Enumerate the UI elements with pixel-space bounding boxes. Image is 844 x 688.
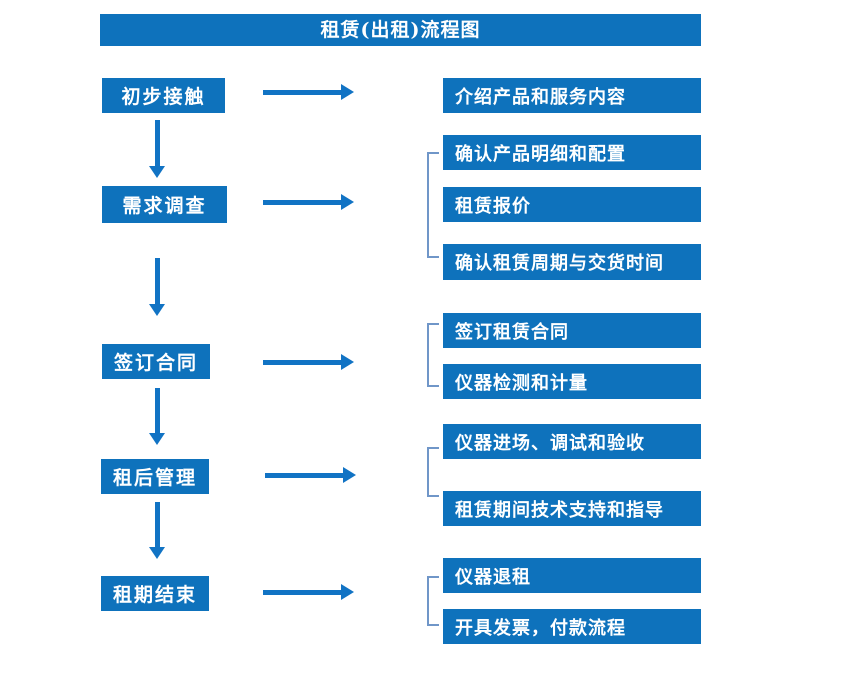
arrow-down-icon xyxy=(149,258,165,316)
detail-box-confirm-product-config: 确认产品明细和配置 xyxy=(443,135,701,170)
stage-box-demand-survey: 需求调查 xyxy=(102,186,227,223)
flowchart-title: 租赁(出租)流程图 xyxy=(100,14,701,46)
group-bracket xyxy=(427,152,439,258)
arrow-down-icon xyxy=(149,388,165,445)
detail-box-rental-quote: 租赁报价 xyxy=(443,187,701,222)
arrow-right-icon xyxy=(265,467,356,483)
arrow-right-icon xyxy=(263,194,354,210)
group-bracket xyxy=(427,447,439,497)
arrow-right-icon xyxy=(263,84,354,100)
arrow-right-icon xyxy=(263,354,354,370)
detail-box-confirm-period-delivery: 确认租赁周期与交货时间 xyxy=(443,244,701,280)
arrow-right-icon xyxy=(263,584,354,600)
arrow-down-icon xyxy=(149,120,165,178)
detail-box-invoice-payment: 开具发票，付款流程 xyxy=(443,609,701,644)
group-bracket xyxy=(427,576,439,626)
detail-box-introduce-products: 介绍产品和服务内容 xyxy=(443,78,701,113)
arrow-down-icon xyxy=(149,502,165,559)
stage-box-sign-contract: 签订合同 xyxy=(102,344,210,379)
detail-box-instrument-setup: 仪器进场、调试和验收 xyxy=(443,424,701,459)
group-bracket xyxy=(427,323,439,387)
detail-box-tech-support: 租赁期间技术支持和指导 xyxy=(443,491,701,526)
detail-box-instrument-inspection: 仪器检测和计量 xyxy=(443,364,701,399)
stage-box-post-rental-management: 租后管理 xyxy=(101,459,209,494)
stage-box-rental-end: 租期结束 xyxy=(101,576,209,611)
stage-box-initial-contact: 初步接触 xyxy=(102,78,225,113)
detail-box-instrument-return: 仪器退租 xyxy=(443,558,701,593)
detail-box-sign-rental-contract: 签订租赁合同 xyxy=(443,313,701,348)
